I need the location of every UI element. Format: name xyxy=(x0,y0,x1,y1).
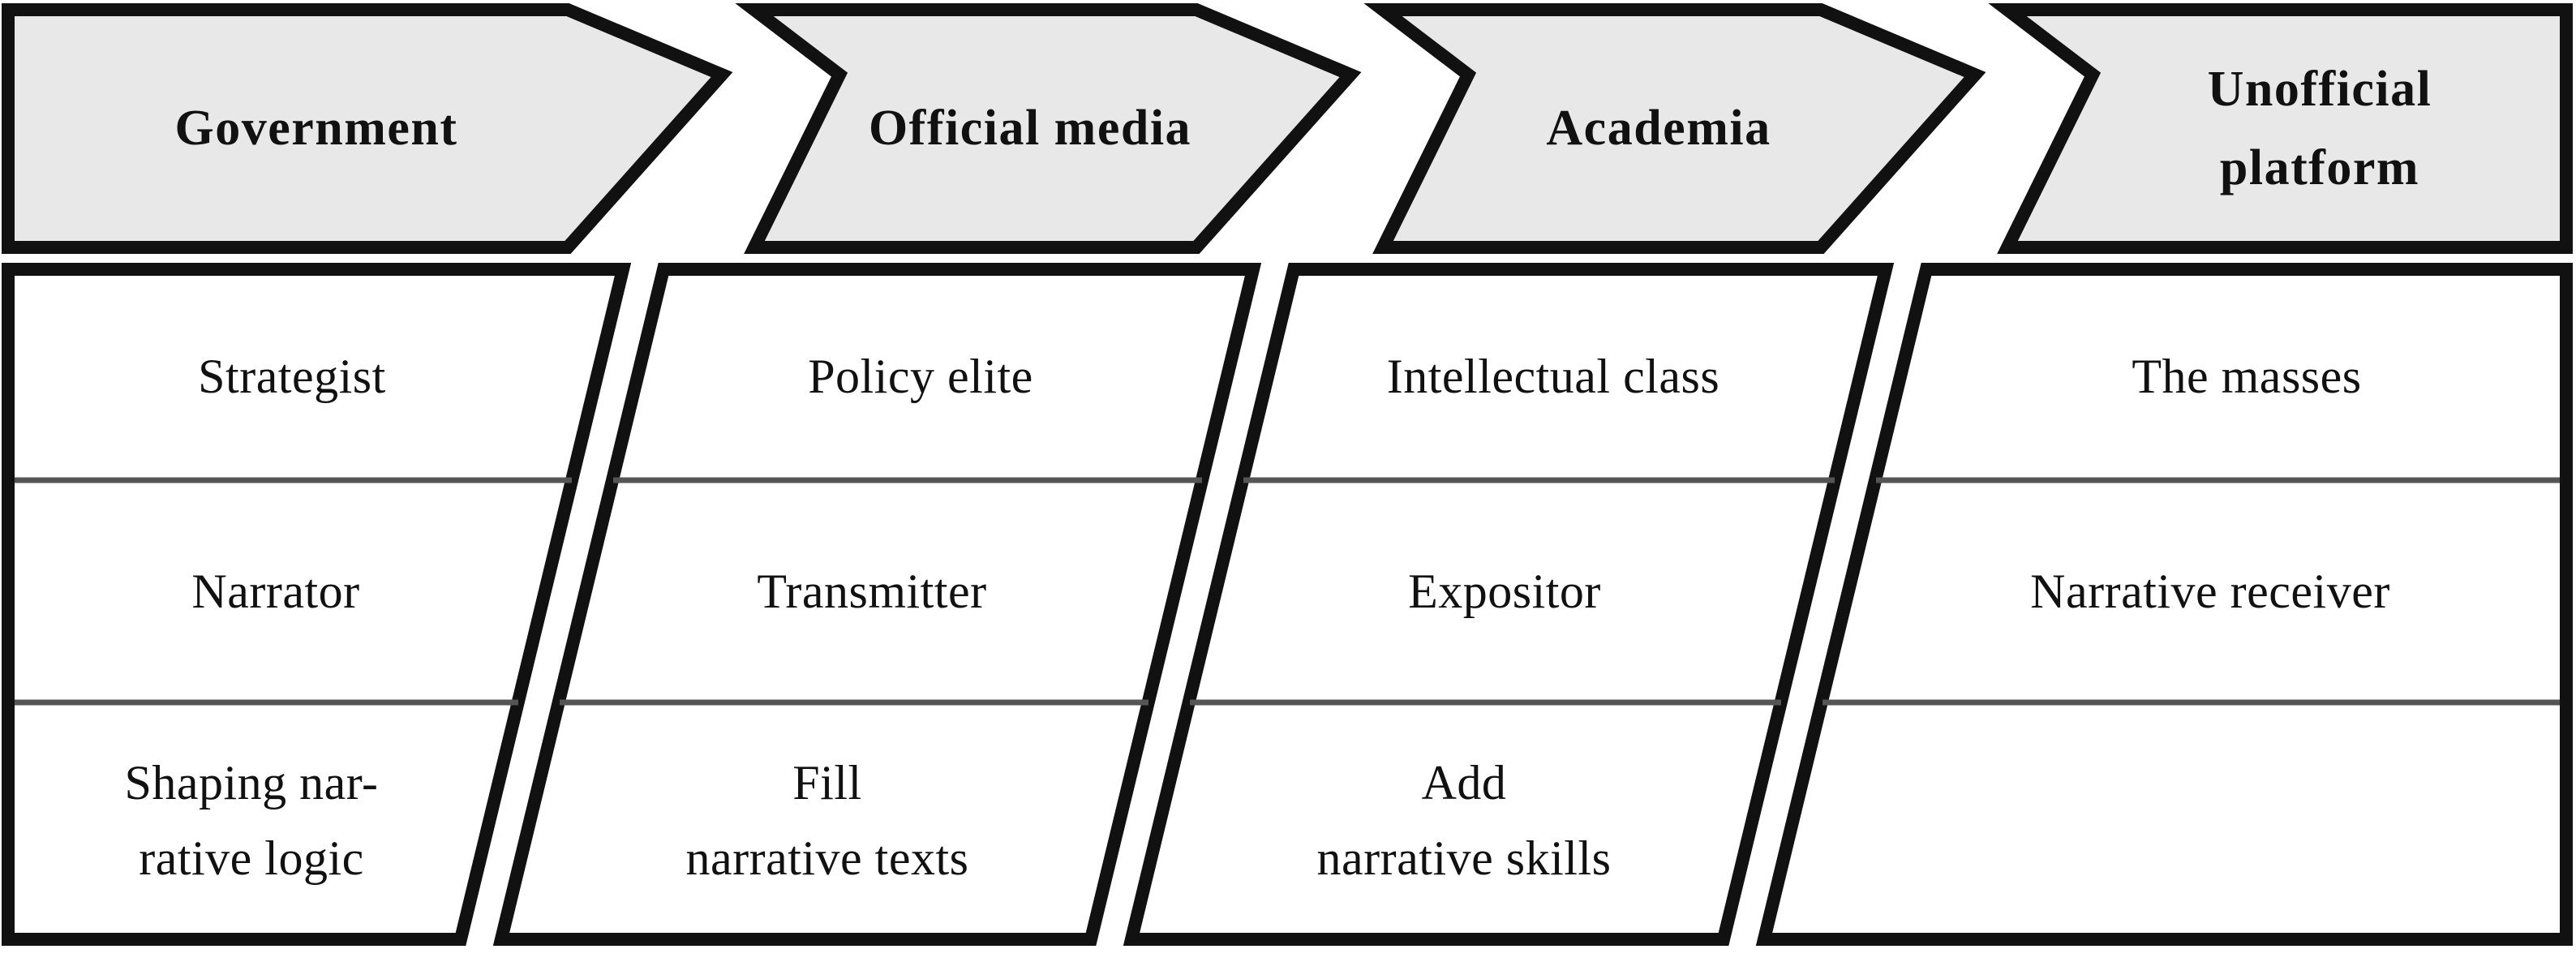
header-shape-unofficial-platform[interactable] xyxy=(1988,2,2573,254)
body-shape-official-media[interactable] xyxy=(492,263,1262,946)
header-shape-academia[interactable] xyxy=(1363,2,1986,254)
body-shape-unofficial-platform[interactable] xyxy=(1755,263,2573,946)
header-shape-official-media[interactable] xyxy=(735,2,1362,254)
body-shape-government[interactable] xyxy=(2,263,632,946)
body-shape-academia[interactable] xyxy=(1123,263,1895,946)
header-shape-government[interactable] xyxy=(2,2,733,254)
